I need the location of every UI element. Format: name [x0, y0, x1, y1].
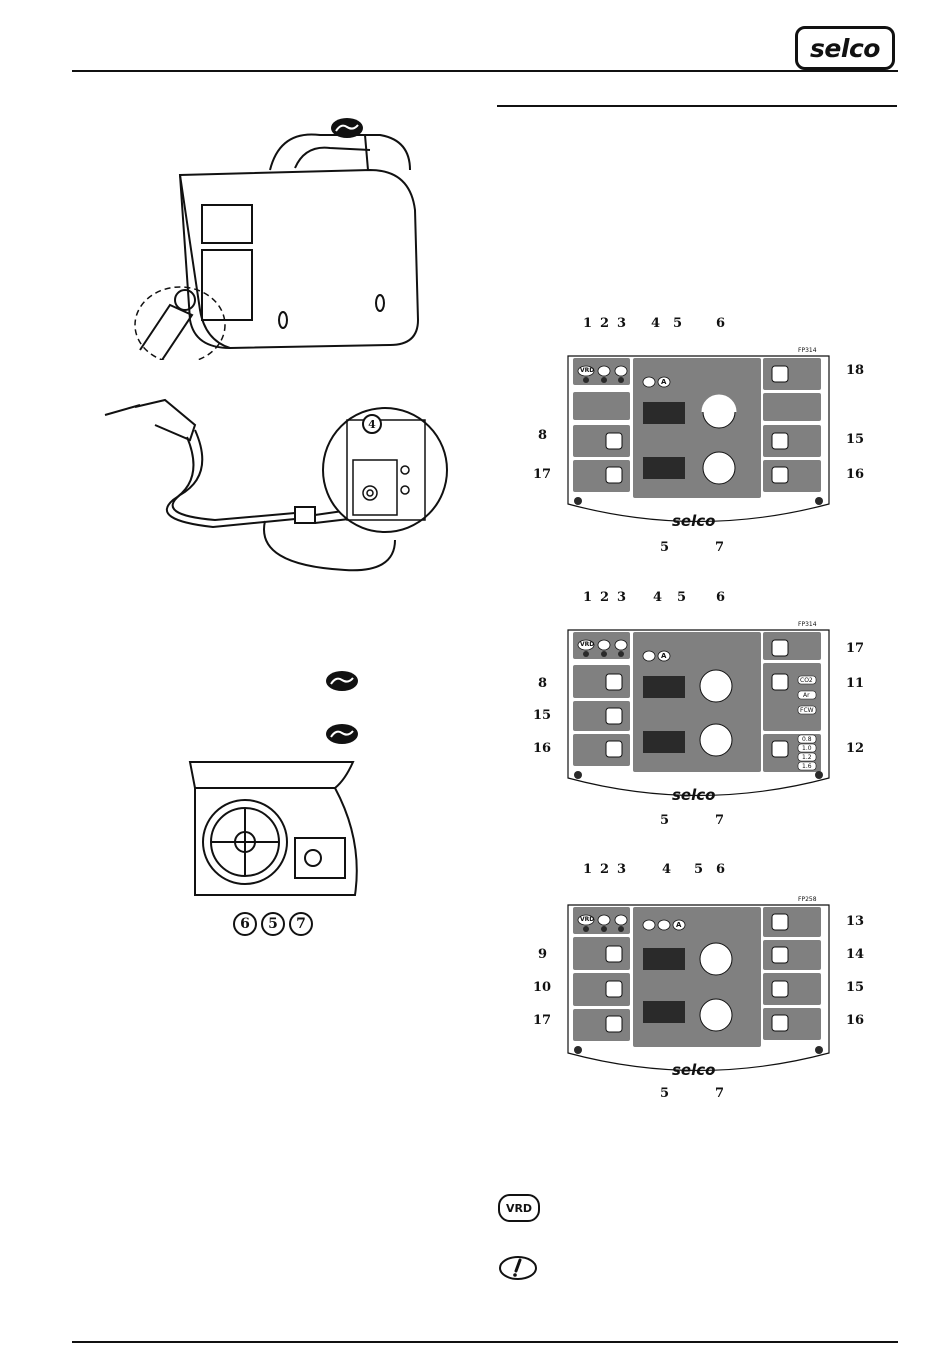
- control-panel-2: FP314 selco VRD A CO2 Ar FCW 0.8 1.0 1.2…: [566, 628, 831, 806]
- amp-indicator: A: [676, 921, 681, 929]
- callout-4: 4: [362, 414, 382, 434]
- selco-logo: selco: [795, 26, 895, 70]
- callout-5: 5: [261, 912, 285, 936]
- p1-top-1: 1: [583, 316, 592, 331]
- p2-top-1: 1: [583, 590, 592, 605]
- p1-left-8: 8: [538, 428, 547, 443]
- p2-top-2: 2: [600, 590, 609, 605]
- p2-top-3: 3: [617, 590, 626, 605]
- gas-co2: CO2: [800, 677, 813, 684]
- p2-left-16: 16: [533, 741, 551, 756]
- wire-size-0-8: 0.8: [802, 736, 812, 743]
- p3-top-1: 1: [583, 862, 592, 877]
- p1-top-5: 5: [673, 316, 682, 331]
- wire-size-1-6: 1.6: [802, 763, 812, 770]
- model-label: FP314: [798, 621, 817, 628]
- header-rule: [72, 70, 898, 72]
- spool-illustration: [185, 760, 365, 905]
- p2-top-6: 6: [716, 590, 725, 605]
- p2-right-11: 11: [846, 676, 864, 691]
- callout-7: 7: [289, 912, 313, 936]
- p3-right-13: 13: [846, 914, 864, 929]
- p1-top-4: 4: [651, 316, 660, 331]
- p3-right-16: 16: [846, 1013, 864, 1028]
- p2-right-12: 12: [846, 741, 864, 756]
- p3-right-15: 15: [846, 980, 864, 995]
- panel-brand: selco: [672, 1061, 715, 1079]
- p3-top-3: 3: [617, 862, 626, 877]
- p1-right-16: 16: [846, 467, 864, 482]
- p1-top-3: 3: [617, 316, 626, 331]
- model-label: FP314: [798, 347, 817, 354]
- p1-top-6: 6: [716, 316, 725, 331]
- p3-right-14: 14: [846, 947, 864, 962]
- p3-left-9: 9: [538, 947, 547, 962]
- p2-bottom-7: 7: [715, 813, 724, 828]
- model-label: FP258: [798, 896, 817, 903]
- vrd-indicator: VRD: [580, 916, 594, 923]
- machine-illustration: [120, 110, 440, 360]
- p3-top-2: 2: [600, 862, 609, 877]
- p1-bottom-7: 7: [715, 540, 724, 555]
- p2-bottom-5: 5: [660, 813, 669, 828]
- torch-illustration: [95, 395, 455, 595]
- p3-top-6: 6: [716, 862, 725, 877]
- p1-top-2: 2: [600, 316, 609, 331]
- arrow-icon: [325, 670, 359, 692]
- control-panel-1: FP314 selco VRD A: [566, 354, 831, 532]
- p3-top-4: 4: [662, 862, 671, 877]
- arrow-icon: [330, 117, 364, 139]
- p1-right-15: 15: [846, 432, 864, 447]
- amp-indicator: A: [661, 652, 666, 660]
- p2-right-17: 17: [846, 641, 864, 656]
- p3-bottom-7: 7: [715, 1086, 724, 1101]
- p1-bottom-5: 5: [660, 540, 669, 555]
- wire-size-1-2: 1.2: [802, 754, 812, 761]
- p3-left-10: 10: [533, 980, 551, 995]
- callout-6: 6: [233, 912, 257, 936]
- vrd-badge-icon: VRD: [498, 1194, 540, 1222]
- p2-left-8: 8: [538, 676, 547, 691]
- footer-rule: [72, 1341, 898, 1343]
- p3-bottom-5: 5: [660, 1086, 669, 1101]
- p2-top-5: 5: [677, 590, 686, 605]
- p1-left-17: 17: [533, 467, 551, 482]
- vrd-indicator: VRD: [580, 367, 594, 374]
- panel-brand: selco: [672, 786, 715, 804]
- control-panel-3: FP258 selco VRD A: [566, 903, 831, 1081]
- section-rule: [497, 105, 897, 107]
- amp-indicator: A: [661, 378, 666, 386]
- p1-right-18: 18: [846, 363, 864, 378]
- gas-ar: Ar: [803, 692, 810, 699]
- vrd-indicator: VRD: [580, 641, 594, 648]
- p3-left-17: 17: [533, 1013, 551, 1028]
- p2-top-4: 4: [653, 590, 662, 605]
- arrow-icon: [325, 723, 359, 745]
- wire-size-1-0: 1.0: [802, 745, 812, 752]
- warning-icon: [498, 1255, 538, 1281]
- p3-top-5: 5: [694, 862, 703, 877]
- panel-brand: selco: [672, 512, 715, 530]
- gas-fcw: FCW: [800, 707, 814, 714]
- p2-left-15: 15: [533, 708, 551, 723]
